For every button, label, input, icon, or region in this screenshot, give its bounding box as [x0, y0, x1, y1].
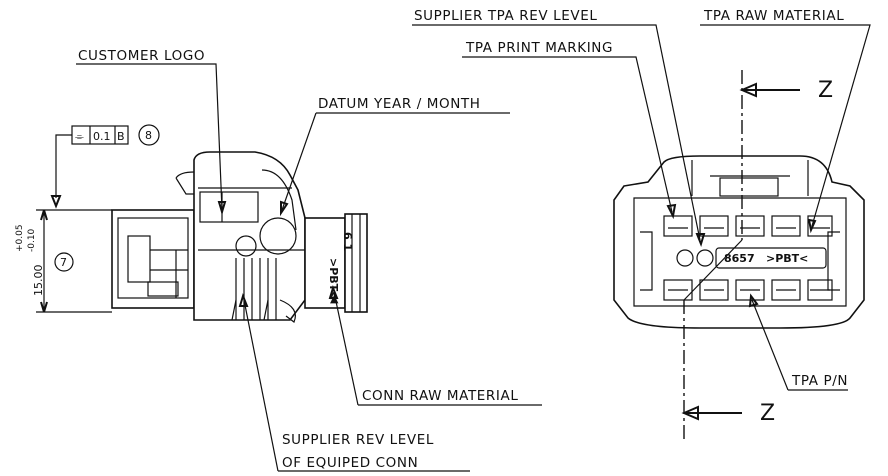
dimension-value: 15.00 [32, 265, 45, 297]
side-view-callouts: CUSTOMER LOGO DATUM YEAR / MONTH CONN RA… [76, 48, 542, 472]
tolerance-value: 0.1 [93, 130, 111, 143]
callout-datum-year-month: DATUM YEAR / MONTH [318, 96, 481, 112]
front-pn-marking: 8657 [724, 252, 755, 265]
callout-supplier-rev-level-1: SUPPLIER REV LEVEL [282, 432, 434, 448]
tolerance-symbol: ⌯ [75, 130, 84, 143]
callout-tpa-raw-material: TPA RAW MATERIAL [703, 8, 844, 24]
height-dimension: 15.00 +0.05 -0.10 7 [15, 209, 112, 313]
section-line-z: Z Z [681, 70, 833, 440]
front-view-connector: 8657 >PBT< [613, 155, 865, 329]
tolerance-datum: B [117, 130, 125, 143]
section-label-bottom: Z [760, 401, 775, 426]
callout-tpa-print-marking: TPA PRINT MARKING [465, 40, 613, 56]
section-label-top: Z [818, 78, 833, 103]
front-pbt-marking: >PBT< [766, 252, 808, 265]
side-view-connector: >PBT< 6 1 ▲ [111, 151, 368, 323]
callout-conn-raw-material: CONN RAW MATERIAL [362, 388, 518, 404]
callout-supplier-tpa-rev-level: SUPPLIER TPA REV LEVEL [414, 8, 597, 24]
geometric-tolerance-frame: ⌯ 0.1 B 8 [50, 124, 160, 209]
callout-supplier-rev-level-2: OF EQUIPED CONN [282, 455, 418, 471]
top-cavity-row [663, 215, 833, 237]
front-view-callouts: SUPPLIER TPA REV LEVEL TPA RAW MATERIAL … [412, 8, 871, 391]
tolerance-balloon: 8 [145, 129, 152, 142]
callout-tpa-pn: TPA P/N [791, 373, 848, 389]
callout-customer-logo: CUSTOMER LOGO [78, 48, 205, 64]
dimension-balloon: 7 [60, 256, 67, 269]
side-pbt-marking: >PBT< [327, 258, 340, 300]
dimension-tol-upper: +0.05 [15, 224, 25, 252]
bottom-cavity-row [663, 279, 833, 301]
dimension-tol-lower: -0.10 [27, 228, 37, 252]
side-code-marking: 6 1 [341, 232, 354, 251]
